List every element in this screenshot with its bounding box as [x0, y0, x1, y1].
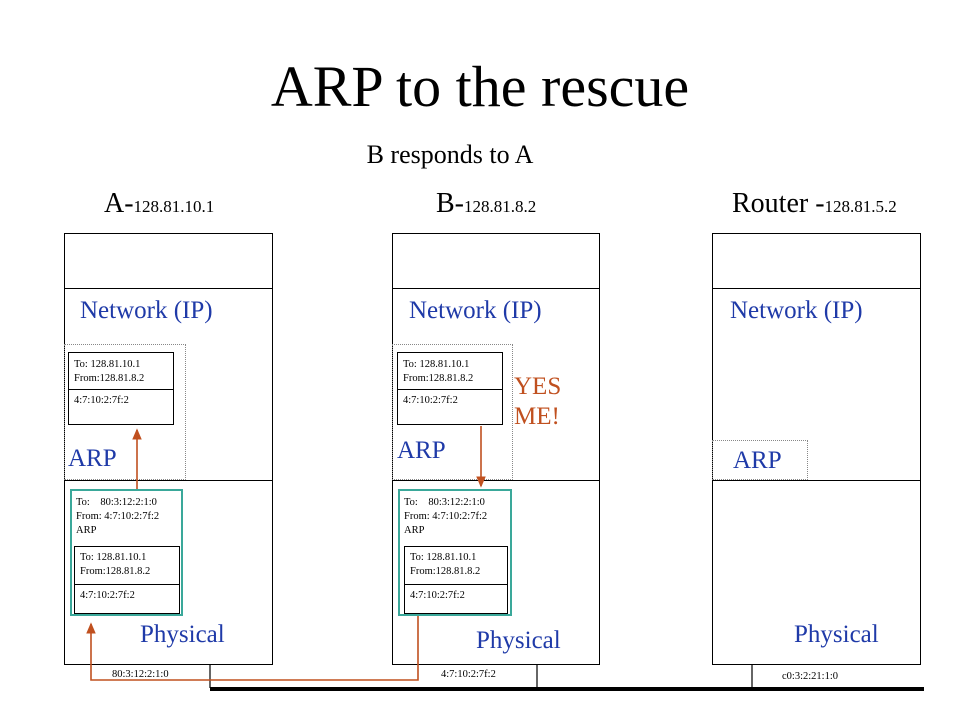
yes-me-line1: YES [514, 373, 562, 400]
router-physical-layer: Physical [794, 621, 879, 648]
host-b-arp-module [392, 344, 513, 480]
packet-payload: 4:7:10:2:7f:2 [80, 590, 135, 601]
router-ip: 128.81.5.2 [824, 197, 897, 216]
router-divider-top [712, 288, 921, 289]
router-network-layer: Network (IP) [730, 297, 863, 324]
host-b-label: B-128.81.8.2 [436, 188, 536, 223]
yes-me-line2: ME! [514, 403, 560, 430]
host-a-frame-ip-packet: To: 128.81.10.1 From:128.81.8.2 4:7:10:2… [74, 546, 180, 614]
host-b-network-layer: Network (IP) [409, 297, 542, 324]
host-a-physical-layer: Physical [140, 621, 225, 648]
packet-from: From:128.81.8.2 [410, 566, 481, 577]
packet-from: From:128.81.8.2 [403, 373, 474, 384]
host-a-network-layer: Network (IP) [80, 297, 213, 324]
host-b-divider-top [392, 288, 600, 289]
packet-payload: 4:7:10:2:7f:2 [74, 395, 129, 406]
host-b-divider-bottom [392, 480, 600, 481]
frame-to: To: 80:3:12:2:1:0 [76, 497, 157, 508]
host-a-name: A- [104, 188, 134, 219]
host-b-physical-layer: Physical [476, 627, 561, 654]
host-b-frame-ip-packet: To: 128.81.10.1 From:128.81.8.2 4:7:10:2… [404, 546, 508, 614]
router-mac: c0:3:2:21:1:0 [782, 671, 838, 682]
frame-to: To: 80:3:12:2:1:0 [404, 497, 485, 508]
host-b-ip: 128.81.8.2 [464, 197, 537, 216]
packet-to: To: 128.81.10.1 [80, 552, 147, 563]
host-b-name: B- [436, 188, 464, 219]
host-b-mac: 4:7:10:2:7f:2 [441, 669, 496, 680]
host-b-arp-label: ARP [397, 437, 446, 464]
host-b-ip-packet: To: 128.81.10.1 From:128.81.8.2 4:7:10:2… [397, 352, 503, 425]
packet-to: To: 128.81.10.1 [410, 552, 477, 563]
host-a-ip: 128.81.10.1 [133, 197, 215, 216]
host-a-divider-top [64, 288, 273, 289]
packet-from: From:128.81.8.2 [74, 373, 145, 384]
packet-payload: 4:7:10:2:7f:2 [410, 590, 465, 601]
host-a-arp-module [64, 344, 186, 480]
router-name: Router - [732, 188, 825, 219]
frame-type: ARP [76, 525, 97, 536]
frame-from: From: 4:7:10:2:7f:2 [76, 511, 160, 522]
router-label: Router -128.81.5.2 [732, 188, 897, 223]
packet-from: From:128.81.8.2 [80, 566, 151, 577]
host-a-divider-bottom [64, 480, 273, 481]
frame-from: From: 4:7:10:2:7f:2 [404, 511, 488, 522]
packet-to: To: 128.81.10.1 [74, 359, 141, 370]
slide-title: ARP to the rescue [270, 54, 690, 119]
frame-type: ARP [404, 525, 425, 536]
router-stack [712, 233, 921, 665]
packet-payload: 4:7:10:2:7f:2 [403, 395, 458, 406]
ethernet-bus [210, 687, 924, 691]
router-arp-label: ARP [733, 447, 782, 474]
yes-me-callout: YES ME! [514, 372, 561, 432]
arrow-b-to-a-over-wire [86, 616, 419, 681]
host-a-mac: 80:3:12:2:1:0 [112, 669, 169, 680]
host-a-label: A-128.81.10.1 [104, 188, 214, 223]
router-arp-module [712, 440, 808, 480]
router-divider-bottom [712, 480, 921, 481]
host-a-arp-label: ARP [68, 445, 117, 472]
packet-to: To: 128.81.10.1 [403, 359, 470, 370]
host-a-ip-packet: To: 128.81.10.1 From:128.81.8.2 4:7:10:2… [68, 352, 174, 425]
slide-subtitle: B responds to A [366, 140, 534, 169]
